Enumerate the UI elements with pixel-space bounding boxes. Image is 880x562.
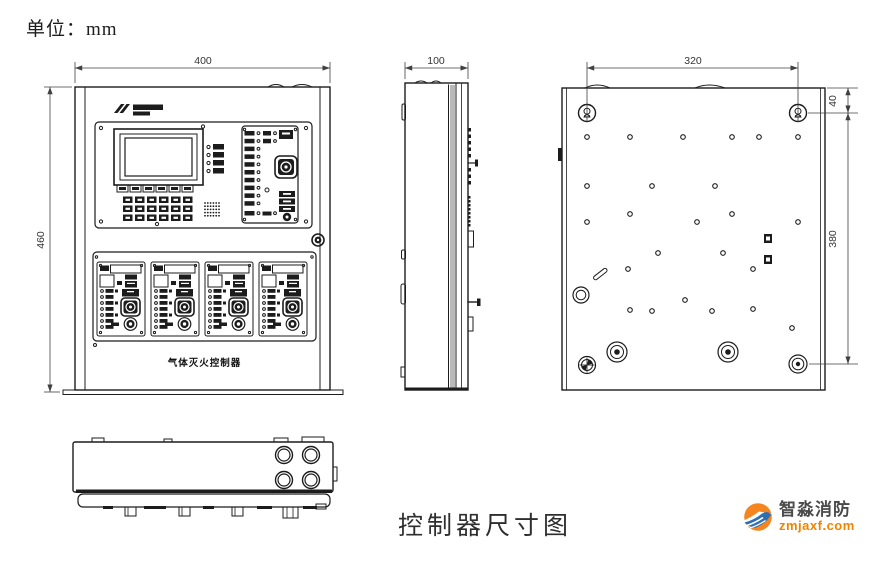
back-offset-dimension-value: 40	[827, 95, 839, 107]
front-width-dimension: 400	[74, 55, 331, 83]
brand-url[interactable]: zmjaxf.com	[779, 518, 855, 534]
door-lock-icon[interactable]	[311, 233, 325, 247]
start-button[interactable]	[274, 155, 298, 179]
function-key-row[interactable]	[116, 184, 194, 193]
back-height-dimension-value: 380	[827, 230, 839, 248]
bottom-feet	[124, 503, 327, 519]
device-name-label: 气体灭火控制器	[167, 357, 242, 369]
side-view: 100	[400, 55, 481, 391]
side-depth-dimension: 100	[404, 55, 469, 79]
back-span-dimension-value: 320	[684, 55, 702, 67]
screw-holes	[584, 134, 801, 331]
cable-knockouts	[274, 445, 321, 490]
unit-label: 单位：mm	[26, 19, 118, 40]
zone-module-2[interactable]	[150, 261, 200, 337]
speaker-grille-icon	[204, 202, 220, 217]
zmjaxf-logo-icon	[743, 503, 772, 531]
front-view: 400 460	[35, 55, 344, 395]
bottom-view	[72, 436, 338, 519]
brand-name: 智淼消防	[779, 500, 851, 520]
front-height-dimension: 460	[35, 86, 72, 393]
status-led-group	[206, 144, 224, 174]
front-width-dimension-value: 400	[194, 55, 212, 67]
back-span-dimension: 320	[586, 55, 799, 122]
zone-module-4[interactable]	[258, 261, 308, 337]
back-vertical-dimensions: 40 380	[808, 87, 858, 365]
lcd-display	[113, 128, 204, 186]
zone-panel	[92, 251, 317, 347]
cluster-buttons[interactable]	[279, 191, 295, 222]
indicator-cluster	[241, 125, 299, 224]
hatched-screw-icon	[577, 355, 597, 375]
zone-module-1[interactable]	[96, 261, 146, 337]
numeric-keypad[interactable]	[123, 196, 193, 222]
brand-logo-icon	[114, 104, 163, 116]
side-depth-dimension-value: 100	[427, 55, 445, 67]
operation-panel	[94, 121, 313, 229]
front-height-dimension-value: 460	[35, 231, 47, 249]
back-view: 320 40 380	[558, 55, 858, 391]
site-branding: 智淼消防 zmjaxf.com	[742, 501, 855, 533]
back-features	[572, 234, 808, 375]
drawing-caption: 控制器尺寸图	[398, 513, 573, 540]
back-panel	[558, 84, 826, 391]
side-cabinet	[400, 80, 481, 391]
zone-module-3[interactable]	[204, 261, 254, 337]
